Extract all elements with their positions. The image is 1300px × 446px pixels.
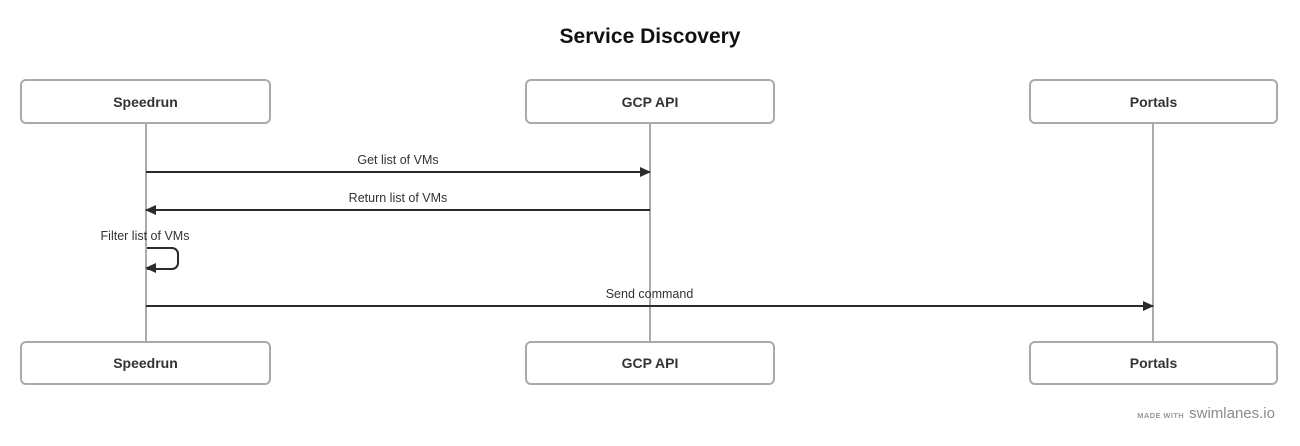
actor-label-portals: Portals	[1129, 355, 1178, 371]
message-label: Return list of VMs	[348, 191, 448, 205]
actor-label-speedrun: Speedrun	[113, 93, 178, 110]
lifeline-portals	[1152, 124, 1154, 341]
swimlanes-brand-link[interactable]: swimlanes.io	[1189, 405, 1275, 422]
message-label-filter-list: Filter list of VMs	[100, 229, 190, 243]
actor-box-portals-top: Portals	[1029, 79, 1278, 124]
arrow-line	[146, 167, 651, 177]
message-label: Send command	[605, 287, 694, 301]
arrow-line	[146, 301, 1154, 311]
actor-box-speedrun-top: Speedrun	[20, 79, 271, 124]
message-send-command: Send command	[146, 286, 1154, 311]
arrowhead-right-icon	[1143, 301, 1154, 311]
self-loop-arrow	[145, 247, 179, 273]
actor-label-gcp-api: GCP API	[621, 355, 679, 371]
arrow-line	[145, 205, 650, 215]
actor-label-speedrun: Speedrun	[113, 355, 178, 371]
message-label: Get list of VMs	[357, 153, 439, 167]
lifeline-gcp-api	[649, 124, 651, 341]
diagram-title: Service Discovery	[559, 25, 741, 48]
actor-label-portals: Portals	[1129, 93, 1178, 110]
actor-label-gcp-api: GCP API	[621, 93, 679, 110]
message-return-list-of-vms: Return list of VMs	[145, 190, 650, 215]
made-with-label: MADE WITH	[1137, 411, 1185, 420]
arrowhead-left-icon	[145, 263, 156, 273]
arrowhead-left-icon	[145, 205, 156, 215]
message-get-list-of-vms: Get list of VMs	[146, 152, 651, 177]
lifeline-speedrun	[145, 124, 147, 341]
actor-box-gcp-api-bottom: GCP API	[525, 341, 775, 385]
actor-box-gcp-api-top: GCP API	[525, 79, 775, 124]
arrowhead-right-icon	[640, 167, 651, 177]
actor-box-speedrun-bottom: Speedrun	[20, 341, 271, 385]
footer: MADE WITH swimlanes.io	[1137, 405, 1275, 422]
actor-box-portals-bottom: Portals	[1029, 341, 1278, 385]
